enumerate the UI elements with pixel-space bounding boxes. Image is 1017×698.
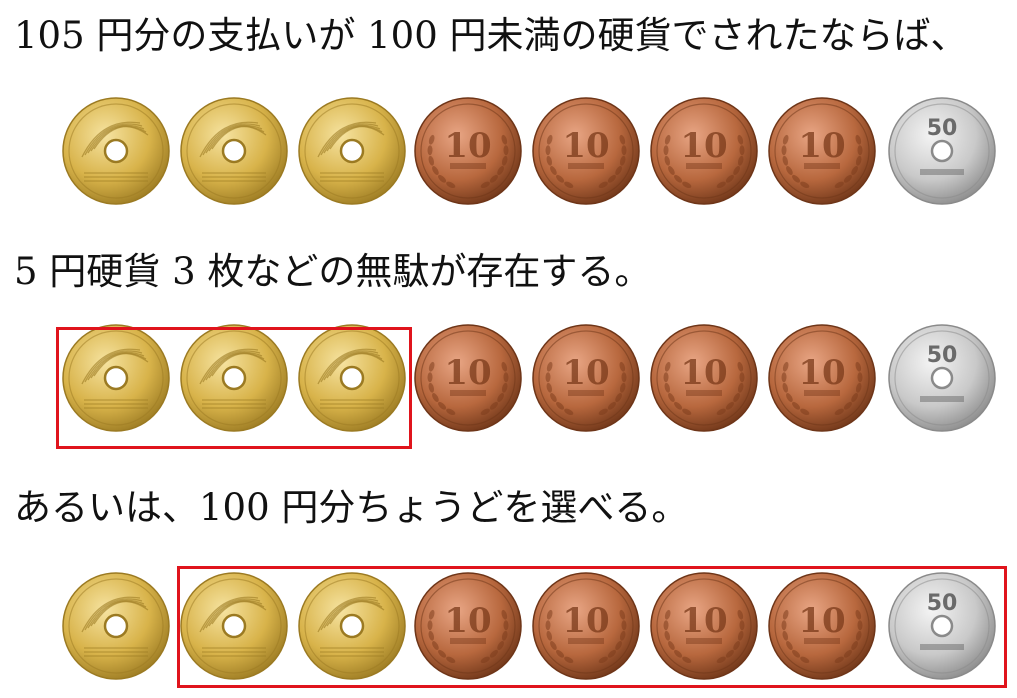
coin-10yen: 10	[768, 97, 876, 205]
coin-50yen: 50	[888, 572, 996, 680]
svg-text:50: 50	[927, 343, 958, 368]
coin-10yen: 10	[532, 572, 640, 680]
coin-5yen	[180, 324, 288, 432]
coin-5yen	[180, 572, 288, 680]
svg-text:10: 10	[798, 601, 845, 641]
coin-10yen: 10	[768, 572, 876, 680]
svg-text:10: 10	[444, 601, 491, 641]
svg-text:10: 10	[680, 353, 727, 393]
svg-text:10: 10	[444, 126, 491, 166]
coin-10yen: 10	[650, 97, 758, 205]
svg-text:10: 10	[680, 601, 727, 641]
coin-10yen: 10	[414, 324, 522, 432]
coin-50yen: 50	[888, 324, 996, 432]
coin-row-1: 10 10 10 10 50	[0, 91, 1017, 211]
coin-row-3: 10 10 10 10 50	[0, 566, 1017, 686]
coin-5yen	[298, 324, 406, 432]
coin-5yen	[298, 97, 406, 205]
caption-1: 105 円分の支払いが 100 円未満の硬貨でされたならば、	[14, 14, 968, 57]
coin-10yen: 10	[532, 97, 640, 205]
coin-5yen	[62, 572, 170, 680]
coin-10yen: 10	[650, 572, 758, 680]
svg-text:10: 10	[562, 353, 609, 393]
highlight-three-5yen-coins	[56, 327, 412, 449]
highlight-100yen-selection	[177, 566, 1007, 688]
coin-10yen: 10	[650, 324, 758, 432]
coin-10yen: 10	[414, 572, 522, 680]
svg-text:10: 10	[798, 126, 845, 166]
caption-3: あるいは、100 円分ちょうどを選べる。	[14, 486, 689, 529]
coin-5yen	[298, 572, 406, 680]
svg-text:10: 10	[562, 126, 609, 166]
svg-text:50: 50	[927, 116, 958, 141]
svg-text:50: 50	[927, 591, 958, 616]
caption-2: 5 円硬貨 3 枚などの無駄が存在する。	[14, 250, 652, 293]
svg-text:10: 10	[680, 126, 727, 166]
coin-50yen: 50	[888, 97, 996, 205]
coin-row-2: 10 10 10 10 50	[0, 318, 1017, 438]
coin-10yen: 10	[532, 324, 640, 432]
coin-5yen	[62, 324, 170, 432]
svg-text:10: 10	[798, 353, 845, 393]
svg-text:10: 10	[562, 601, 609, 641]
coin-10yen: 10	[414, 97, 522, 205]
svg-text:10: 10	[444, 353, 491, 393]
coin-5yen	[180, 97, 288, 205]
coin-10yen: 10	[768, 324, 876, 432]
coin-5yen	[62, 97, 170, 205]
